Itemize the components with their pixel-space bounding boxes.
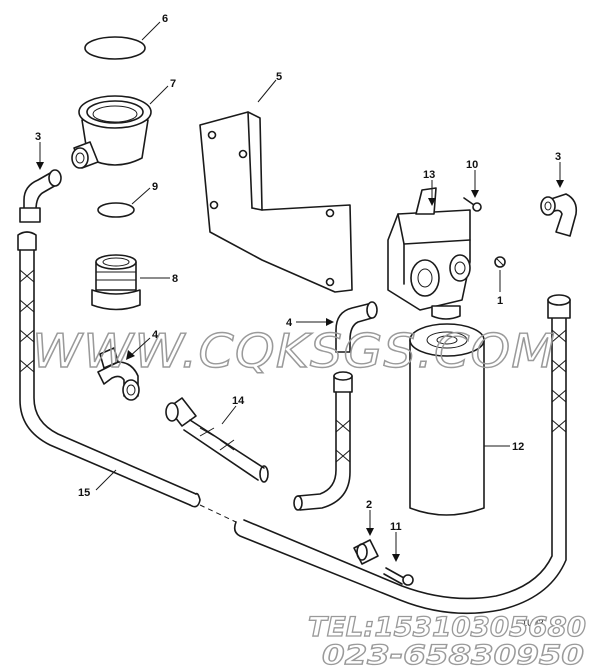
callout-1-label: 1 xyxy=(497,295,503,307)
callout-3-right-label: 3 xyxy=(555,151,561,163)
part-12-filter-canister xyxy=(409,323,485,516)
hose-15-right-braid xyxy=(551,329,567,433)
callout-3-left-label: 3 xyxy=(35,131,41,143)
callout-5: 5 xyxy=(257,71,282,103)
part-11-capscrew xyxy=(383,567,414,586)
callout-3-right: 3 xyxy=(555,151,564,188)
callout-2: 2 xyxy=(366,499,374,536)
callout-15: 15 xyxy=(78,469,117,499)
hose-middle-vertical xyxy=(293,371,353,511)
part-10-bolt xyxy=(463,197,482,212)
hose-15-braid xyxy=(19,269,35,373)
drawing-code: 1U23 xyxy=(522,618,544,628)
callout-9: 9 xyxy=(131,181,158,205)
callout-4-lower-label: 4 xyxy=(152,329,159,341)
part-7-filter-cup xyxy=(71,95,152,169)
contact-tel: TEL:15310305680 xyxy=(308,612,586,643)
part-3-elbow-fitting-left xyxy=(19,169,62,223)
callout-11: 11 xyxy=(390,521,402,562)
part-5-mounting-bracket xyxy=(199,111,353,293)
watermark-text: WWW.CQKSGS.COM xyxy=(32,324,556,378)
part-14-short-hose xyxy=(165,397,269,483)
callout-8-label: 8 xyxy=(172,273,178,285)
callout-6: 6 xyxy=(141,13,168,41)
part-6-o-ring xyxy=(84,36,146,60)
callout-13: 13 xyxy=(423,169,436,206)
part-2-spacer xyxy=(353,539,379,565)
callout-15-label: 15 xyxy=(78,487,90,499)
part-9-small-o-ring xyxy=(97,202,135,218)
callout-14: 14 xyxy=(221,395,245,425)
callout-14-label: 14 xyxy=(232,395,245,407)
callout-7-label: 7 xyxy=(170,78,176,90)
callout-12-label: 12 xyxy=(512,441,524,453)
part-13-filter-head xyxy=(387,187,471,320)
callout-8: 8 xyxy=(140,273,178,285)
callout-2-label: 2 xyxy=(366,499,372,511)
part-4-elbow-fitting-upper xyxy=(335,301,378,353)
callout-6-label: 6 xyxy=(162,13,168,25)
part-8-threaded-adapter xyxy=(91,254,141,311)
callout-1: 1 xyxy=(497,270,503,307)
callout-3-left: 3 xyxy=(35,131,44,170)
callout-5-label: 5 xyxy=(276,71,282,83)
part-4-elbow-fitting-lower xyxy=(97,347,140,401)
callout-4-upper: 4 xyxy=(286,317,334,329)
callout-10-label: 10 xyxy=(466,159,478,171)
callout-11-label: 11 xyxy=(390,521,402,533)
callout-10: 10 xyxy=(466,159,479,198)
part-15-long-hose xyxy=(17,231,571,615)
callout-7: 7 xyxy=(149,78,176,105)
callout-12: 12 xyxy=(484,441,524,453)
callout-13-label: 13 xyxy=(423,169,435,181)
part-1-plug xyxy=(494,256,506,268)
callout-4-lower: 4 xyxy=(126,329,159,360)
callout-9-label: 9 xyxy=(152,181,158,193)
callout-4-upper-label: 4 xyxy=(286,317,293,329)
contact-phone: 023-65830950 xyxy=(322,640,584,671)
part-3-elbow-fitting-right xyxy=(540,193,578,237)
